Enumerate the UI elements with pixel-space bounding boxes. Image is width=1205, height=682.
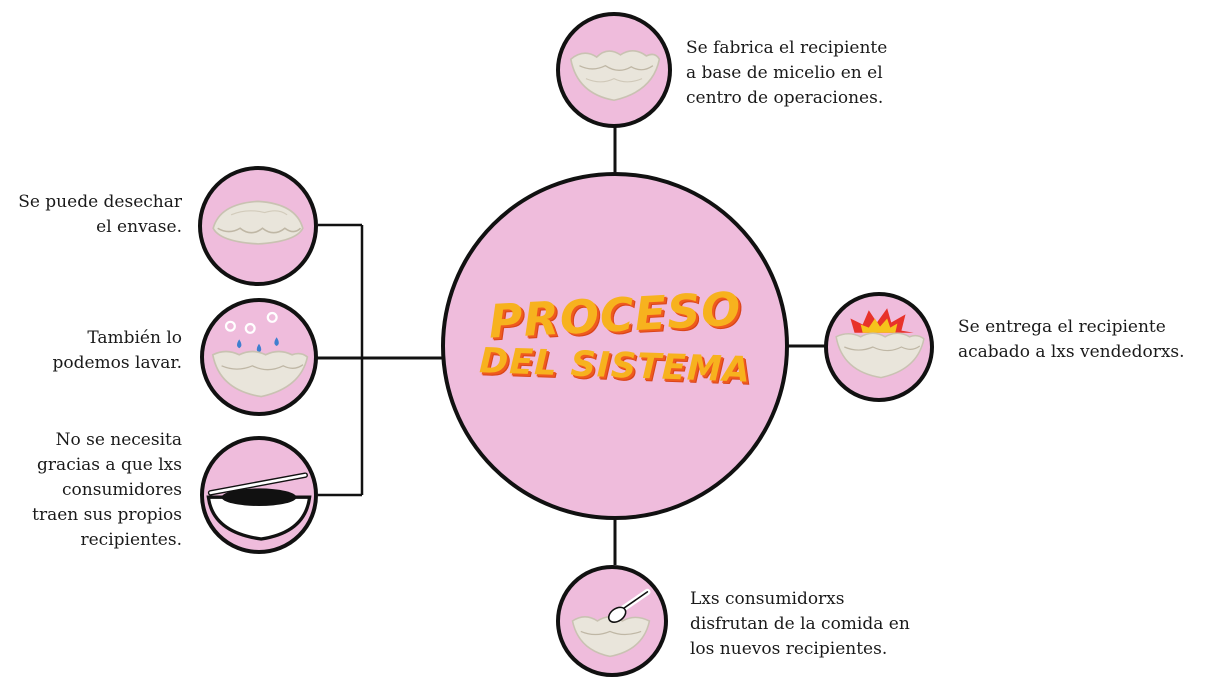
center-title-line1: PROCESO — [487, 281, 743, 349]
step-deliver-text: Se entrega el recipiente acabado a lxs v… — [958, 315, 1185, 365]
delivery-burst-icon — [835, 308, 925, 379]
step-consume-circle — [556, 565, 668, 677]
step-discard-text: Se puede desechar el envase. — [18, 190, 182, 240]
step-not-needed-line: traen sus propios — [32, 505, 182, 525]
step-not-needed-line: consumidores — [62, 480, 182, 500]
step-not-needed-line: No se necesita — [55, 430, 182, 450]
step-discard-line: Se puede desechar — [18, 192, 182, 212]
mycelium-bowl-icon — [569, 50, 661, 102]
center-title-line2: DEL SISTEMA — [478, 341, 752, 391]
step-discard-circle — [198, 166, 318, 286]
step-fabricate-line: a base de micelio en el — [686, 63, 883, 83]
step-not-needed-circle — [200, 436, 318, 554]
step-not-needed-line: recipientes. — [80, 530, 183, 550]
step-consume-line: los nuevos recipientes. — [690, 639, 888, 659]
step-deliver-line: Se entrega el recipiente — [958, 317, 1166, 337]
step-not-needed-text: No se necesita gracias a que lxs consumi… — [32, 428, 182, 553]
step-consume-text: Lxs consumidorxs disfrutan de la comida … — [690, 587, 910, 662]
step-fabricate-circle — [556, 12, 672, 128]
mycelium-bowl-icon — [212, 200, 304, 245]
reusable-container-icon — [206, 472, 312, 541]
step-consume-line: Lxs consumidorxs — [690, 589, 845, 609]
center-circle: PROCESO DEL SISTEMA — [441, 172, 789, 520]
step-wash-line: También lo — [87, 328, 182, 348]
step-not-needed-line: gracias a que lxs — [37, 455, 182, 475]
step-deliver-circle — [824, 292, 934, 402]
step-fabricate-text: Se fabrica el recipiente a base de micel… — [686, 36, 887, 111]
step-wash-text: También lo podemos lavar. — [52, 326, 182, 376]
step-fabricate-line: Se fabrica el recipiente — [686, 38, 888, 58]
step-deliver-line: acabado a lxs vendedorxs. — [958, 342, 1185, 362]
step-discard-line: el envase. — [96, 217, 182, 237]
step-fabricate-line: centro de operaciones. — [686, 88, 884, 108]
spoon-icon — [571, 588, 651, 658]
step-wash-line: podemos lavar. — [52, 353, 182, 373]
step-wash-circle — [200, 298, 318, 416]
step-consume-line: disfrutan de la comida en — [690, 614, 910, 634]
water-drops-icon — [211, 311, 309, 398]
